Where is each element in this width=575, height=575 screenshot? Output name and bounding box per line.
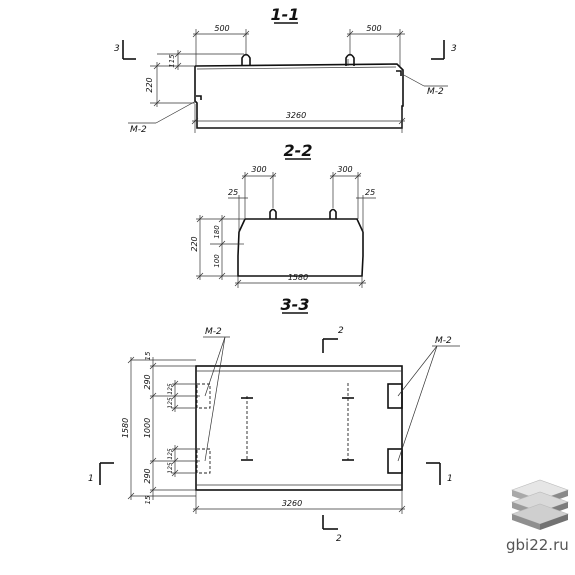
- dim-plan-lower-a: 125: [167, 448, 174, 460]
- dim-loop-height: 115: [168, 54, 176, 68]
- dim-plan-width: 1580: [121, 418, 130, 438]
- slab-cross-section: [237, 218, 364, 277]
- lifting-loop-left: [241, 53, 251, 66]
- section-1-1: 1-1 500 500 115 220: [114, 5, 457, 135]
- section-2-2: 2-2 300 300 25 25 220: [190, 141, 376, 288]
- cut-label-3-right: 3: [451, 44, 457, 54]
- dim-slab-height: 220: [145, 77, 154, 92]
- dim-plan-length: 3260: [282, 499, 302, 508]
- dim-plan-middle: 1000: [143, 418, 152, 438]
- embedded-plate-right-bottom: [387, 448, 403, 474]
- lifting-loop-right-2: [329, 208, 337, 219]
- cut-label-3-left: 3: [114, 44, 120, 54]
- cut-label-1-right: 1: [447, 474, 453, 484]
- dim-plan-lower-b: 125: [167, 462, 174, 474]
- mark-m2-right: M-2: [427, 87, 444, 97]
- dim-plan-edge-top: 15: [144, 351, 152, 360]
- section-3-3: 3-3 M-2 M-2 2 2 1: [88, 295, 460, 544]
- dim-plan-bottom: 290: [143, 468, 152, 483]
- embedded-plate-right-top: [387, 383, 403, 409]
- stacked-slabs-logo: [511, 479, 569, 530]
- cut-label-2-bottom: 2: [336, 534, 342, 544]
- dim-plan-top: 290: [143, 374, 152, 389]
- dim-loop-offset-right: 300: [337, 165, 352, 174]
- section-2-2-title: 2-2: [284, 141, 313, 160]
- slab-plan-outline: [195, 365, 403, 491]
- section-3-3-title: 3-3: [281, 295, 310, 314]
- dim-loop-spacing-right: 500: [366, 24, 381, 33]
- cut-label-1-left: 1: [88, 474, 94, 484]
- dim-edge-offset-right: 25: [365, 188, 375, 197]
- cut-label-2-top: 2: [338, 326, 344, 336]
- dim-loop-spacing-left: 500: [214, 24, 229, 33]
- dim-edge-offset-left: 25: [228, 188, 238, 197]
- section-1-1-title: 1-1: [271, 5, 300, 24]
- mark-m2-plan-right: M-2: [435, 336, 452, 346]
- site-watermark: gbi22.ru: [506, 536, 569, 554]
- dim-loop-offset-left: 300: [251, 165, 266, 174]
- dim-section-height: 220: [190, 236, 199, 251]
- lifting-loop-left-2: [269, 208, 277, 219]
- mark-m2-plan-left: M-2: [205, 327, 222, 337]
- dim-section-upper: 180: [213, 225, 221, 239]
- dim-slab-length: 3260: [286, 111, 306, 120]
- dim-plan-edge-bottom: 15: [144, 495, 152, 504]
- mark-m2-left: M-2: [130, 125, 147, 135]
- dim-plan-upper-b: 125: [167, 397, 174, 409]
- dim-section-lower: 100: [213, 254, 221, 268]
- dim-plan-upper-a: 125: [167, 383, 174, 395]
- dim-section-width: 1580: [288, 273, 308, 282]
